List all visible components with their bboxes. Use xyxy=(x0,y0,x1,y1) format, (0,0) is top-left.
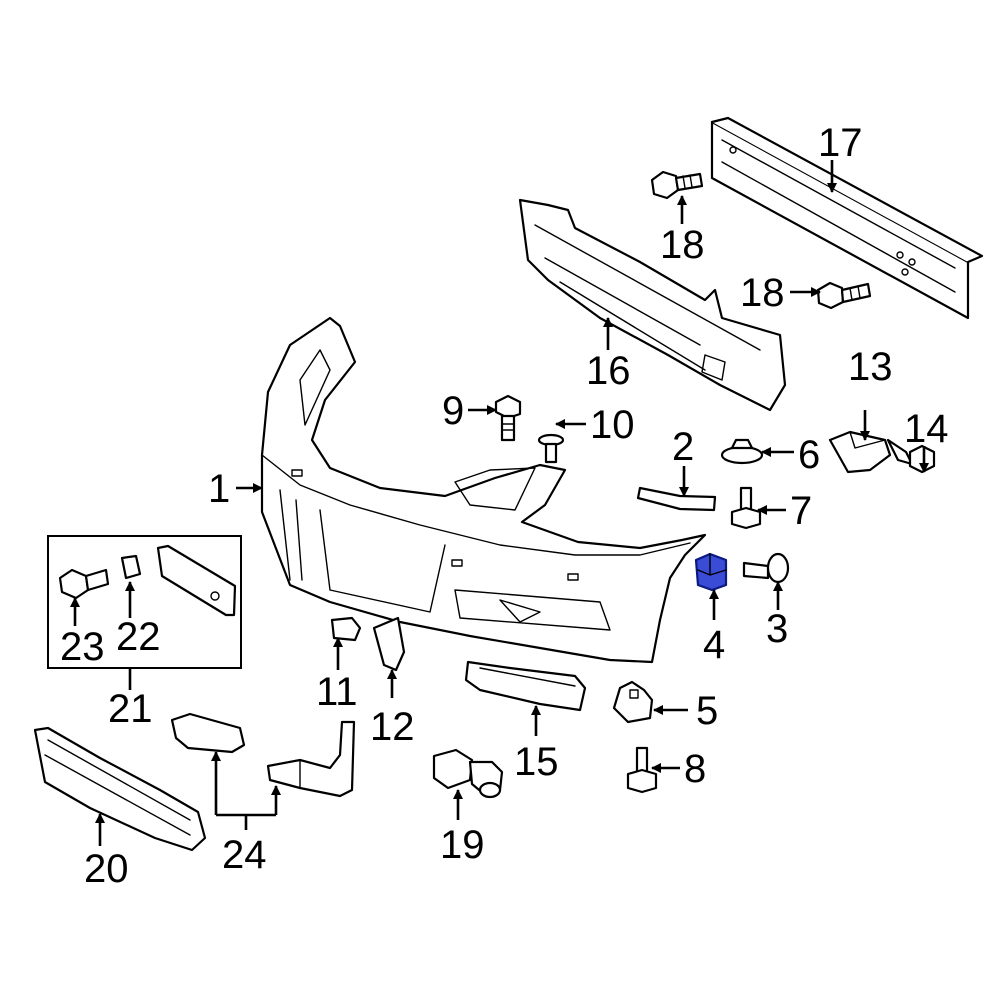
callout-21: 21 xyxy=(108,687,153,731)
part-2-trim-strip[interactable] xyxy=(636,486,717,512)
callout-8: 8 xyxy=(684,747,706,791)
callout-4: 4 xyxy=(703,623,725,667)
callout-9: 9 xyxy=(442,389,464,433)
part-21-kit-box xyxy=(47,535,242,669)
callout-1: 1 xyxy=(208,467,230,511)
part-24-bracket-right[interactable] xyxy=(266,720,356,798)
part-10-clip[interactable] xyxy=(537,433,565,464)
callout-6: 6 xyxy=(798,433,820,477)
callout-16: 16 xyxy=(586,349,631,393)
part-11-cap[interactable] xyxy=(330,616,362,642)
callout-14: 14 xyxy=(904,407,949,451)
part-7-stud[interactable] xyxy=(730,486,762,530)
part-17-reinforcement-bar[interactable] xyxy=(710,116,984,320)
part-18-bolt-lower[interactable] xyxy=(816,281,872,310)
callout-10: 10 xyxy=(590,403,635,447)
part-5-mount-bracket[interactable] xyxy=(612,680,654,724)
callout-24: 24 xyxy=(222,833,267,877)
callout-20: 20 xyxy=(84,847,129,891)
callout-3: 3 xyxy=(766,607,788,651)
part-8-stud[interactable] xyxy=(626,746,658,794)
part-3-push-clip[interactable] xyxy=(742,552,790,584)
part-16-energy-absorber[interactable] xyxy=(518,198,787,412)
part-6-speed-nut[interactable] xyxy=(720,438,764,465)
part-15-support-bracket[interactable] xyxy=(464,660,587,712)
part-13-bracket[interactable] xyxy=(828,430,892,474)
part-12-side-trim[interactable] xyxy=(372,616,406,672)
callout-labels: 1 2 3 4 5 6 7 8 9 10 11 12 13 14 15 16 1… xyxy=(60,121,949,891)
callout-7: 7 xyxy=(790,489,812,533)
callout-18-upper: 18 xyxy=(660,223,705,267)
callout-19: 19 xyxy=(440,823,485,867)
callout-17: 17 xyxy=(818,121,863,165)
part-9-bolt[interactable] xyxy=(494,394,522,442)
callout-5: 5 xyxy=(696,689,718,733)
callout-23: 23 xyxy=(60,625,105,669)
callout-13: 13 xyxy=(848,345,893,389)
callout-22: 22 xyxy=(116,615,161,659)
part-24-bracket-left[interactable] xyxy=(170,712,246,754)
callout-15: 15 xyxy=(514,740,559,784)
leader-lines xyxy=(70,160,929,846)
part-19-parking-sensor[interactable] xyxy=(432,748,504,799)
callout-12: 12 xyxy=(370,705,415,749)
part-20-lower-grille[interactable] xyxy=(33,726,207,852)
part-23-bolt[interactable] xyxy=(58,568,110,600)
callout-18-lower: 18 xyxy=(740,271,785,315)
part-22-nut[interactable] xyxy=(120,554,142,580)
part-1-bumper-cover[interactable] xyxy=(260,316,707,664)
part-21-bracket[interactable] xyxy=(156,544,237,617)
part-18-bolt-upper[interactable] xyxy=(650,170,704,200)
callout-11: 11 xyxy=(316,670,358,714)
part-4-sensor-bracket[interactable] xyxy=(694,552,728,592)
callout-2: 2 xyxy=(672,425,694,469)
